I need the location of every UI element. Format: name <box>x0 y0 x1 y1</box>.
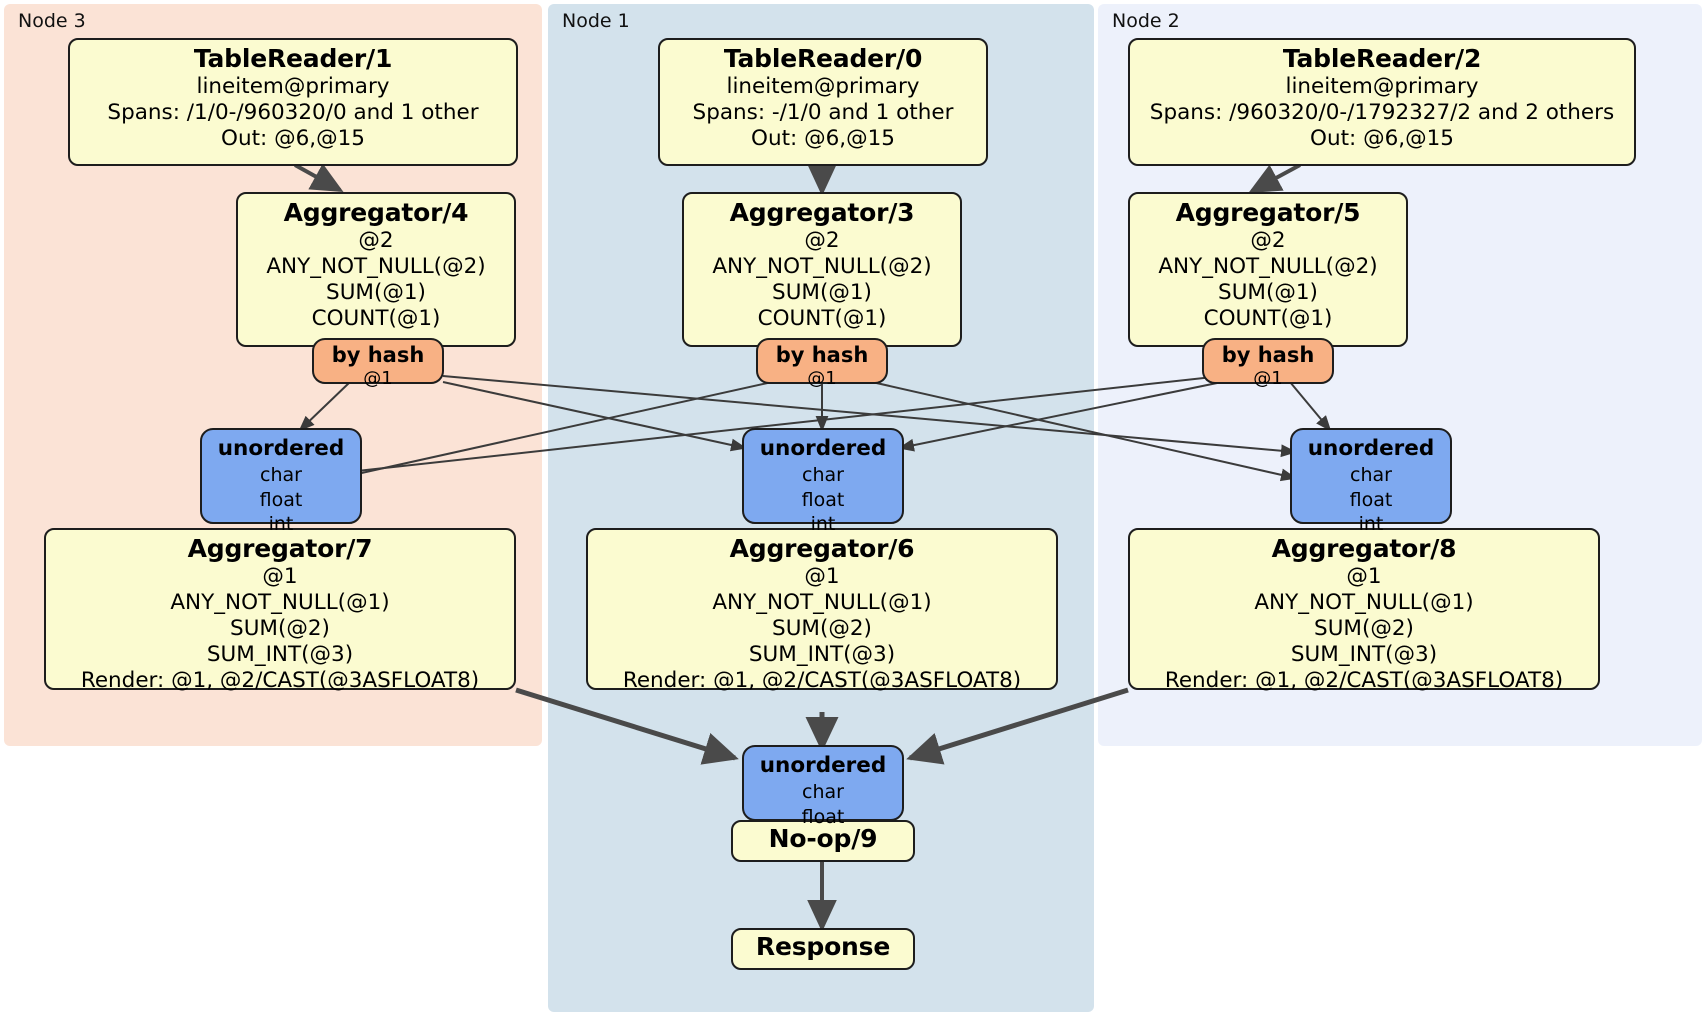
processor-detail-line: @2 <box>1250 228 1286 254</box>
output-router-by-hash-center[interactable]: by hash @1 <box>756 338 888 389</box>
output-router-by-hash-left[interactable]: by hash @1 <box>312 338 444 389</box>
router-type: int <box>810 513 836 536</box>
processor-detail-line: Spans: /960320/0-/1792327/2 and 2 others <box>1149 100 1615 126</box>
processor-detail-line: ANY_NOT_NULL(@2) <box>1158 254 1378 280</box>
processor-detail-line: Spans: -/1/0 and 1 other <box>692 100 954 126</box>
processor-detail-line: SUM(@2) <box>230 616 330 642</box>
processor-detail-line: COUNT(@1) <box>1203 306 1333 332</box>
processor-title: Aggregator/5 <box>1175 198 1361 227</box>
processor-detail-line: COUNT(@1) <box>311 306 441 332</box>
processor-detail-line: ANY_NOT_NULL(@2) <box>712 254 932 280</box>
processor-title: TableReader/1 <box>193 44 393 73</box>
processor-detail-line: SUM_INT(@3) <box>1290 642 1438 668</box>
processor-detail-line: @1 <box>1346 564 1382 590</box>
router-type: float <box>259 488 303 511</box>
router-column: @1 <box>1253 367 1283 389</box>
processor-detail-line: ANY_NOT_NULL(@1) <box>712 590 932 616</box>
processor-detail-line: lineitem@primary <box>196 74 390 100</box>
processor-title: Aggregator/8 <box>1271 534 1457 563</box>
processor-detail-line: lineitem@primary <box>1285 74 1479 100</box>
processor-title: Response <box>755 932 891 961</box>
processor-tablereader-1[interactable]: TableReader/1 lineitem@primary Spans: /1… <box>68 38 518 166</box>
processor-detail-line: Spans: /1/0-/960320/0 and 1 other <box>107 100 479 126</box>
router-title: by hash <box>1221 343 1315 367</box>
processor-detail-line: @2 <box>804 228 840 254</box>
router-column: @1 <box>807 367 837 389</box>
processor-aggregator-3[interactable]: Aggregator/3 @2 ANY_NOT_NULL(@2) SUM(@1)… <box>682 192 962 347</box>
processor-detail-line: COUNT(@1) <box>757 306 887 332</box>
node-region-label-node2: Node 2 <box>1112 10 1180 32</box>
processor-title: Aggregator/6 <box>729 534 915 563</box>
processor-detail-line: @1 <box>262 564 298 590</box>
processor-response[interactable]: Response <box>731 928 915 970</box>
processor-title: TableReader/2 <box>1282 44 1482 73</box>
router-type: char <box>802 463 844 486</box>
router-type: int <box>268 513 294 536</box>
processor-title: Aggregator/3 <box>729 198 915 227</box>
router-title: unordered <box>759 436 887 461</box>
router-title: unordered <box>217 436 345 461</box>
processor-aggregator-8[interactable]: Aggregator/8 @1 ANY_NOT_NULL(@1) SUM(@2)… <box>1128 528 1600 693</box>
router-type: char <box>1350 463 1392 486</box>
processor-detail-line: SUM(@2) <box>1314 616 1414 642</box>
router-title: unordered <box>759 753 887 778</box>
processor-title: Aggregator/4 <box>283 198 469 227</box>
input-sync-unordered-center[interactable]: unordered char float int <box>742 428 904 535</box>
input-sync-unordered-right[interactable]: unordered char float int <box>1290 428 1452 535</box>
node-region-label-node1: Node 1 <box>562 10 630 32</box>
router-type: int <box>1358 513 1384 536</box>
router-type: char <box>802 780 844 803</box>
node-region-label-node3: Node 3 <box>18 10 86 32</box>
router-title: by hash <box>775 343 869 367</box>
router-column: @1 <box>363 367 393 389</box>
router-title: unordered <box>1307 436 1435 461</box>
processor-title: No-op/9 <box>768 824 878 853</box>
processor-render-line: Render: @1, @2/CAST(@3ASFLOAT8) <box>80 668 480 694</box>
processor-render-line: Render: @1, @2/CAST(@3ASFLOAT8) <box>622 668 1022 694</box>
router-type: char <box>260 463 302 486</box>
router-title: by hash <box>331 343 425 367</box>
processor-detail-line: Out: @6,@15 <box>1310 126 1454 152</box>
processor-detail-line: lineitem@primary <box>726 74 920 100</box>
processor-detail-line: ANY_NOT_NULL(@1) <box>1254 590 1474 616</box>
processor-detail-line: @2 <box>358 228 394 254</box>
input-sync-unordered-final[interactable]: unordered char float <box>742 745 904 828</box>
processor-render-line: Render: @1, @2/CAST(@3ASFLOAT8) <box>1164 668 1564 694</box>
processor-tablereader-0[interactable]: TableReader/0 lineitem@primary Spans: -/… <box>658 38 988 166</box>
processor-title: Aggregator/7 <box>187 534 373 563</box>
output-router-by-hash-right[interactable]: by hash @1 <box>1202 338 1334 389</box>
processor-detail-line: SUM_INT(@3) <box>748 642 896 668</box>
processor-title: TableReader/0 <box>723 44 923 73</box>
processor-aggregator-6[interactable]: Aggregator/6 @1 ANY_NOT_NULL(@1) SUM(@2)… <box>586 528 1058 693</box>
processor-detail-line: SUM_INT(@3) <box>206 642 354 668</box>
processor-aggregator-4[interactable]: Aggregator/4 @2 ANY_NOT_NULL(@2) SUM(@1)… <box>236 192 516 347</box>
processor-detail-line: @1 <box>804 564 840 590</box>
router-type: float <box>801 805 845 828</box>
processor-tablereader-2[interactable]: TableReader/2 lineitem@primary Spans: /9… <box>1128 38 1636 166</box>
processor-detail-line: ANY_NOT_NULL(@2) <box>266 254 486 280</box>
input-sync-unordered-left[interactable]: unordered char float int <box>200 428 362 535</box>
router-type: float <box>801 488 845 511</box>
processor-detail-line: Out: @6,@15 <box>751 126 895 152</box>
processor-aggregator-5[interactable]: Aggregator/5 @2 ANY_NOT_NULL(@2) SUM(@1)… <box>1128 192 1408 347</box>
processor-aggregator-7[interactable]: Aggregator/7 @1 ANY_NOT_NULL(@1) SUM(@2)… <box>44 528 516 693</box>
router-type: float <box>1349 488 1393 511</box>
processor-noop-9[interactable]: No-op/9 <box>731 820 915 862</box>
processor-detail-line: Out: @6,@15 <box>221 126 365 152</box>
processor-detail-line: SUM(@2) <box>772 616 872 642</box>
processor-detail-line: ANY_NOT_NULL(@1) <box>170 590 390 616</box>
processor-detail-line: SUM(@1) <box>326 280 426 306</box>
processor-detail-line: SUM(@1) <box>772 280 872 306</box>
processor-detail-line: SUM(@1) <box>1218 280 1318 306</box>
